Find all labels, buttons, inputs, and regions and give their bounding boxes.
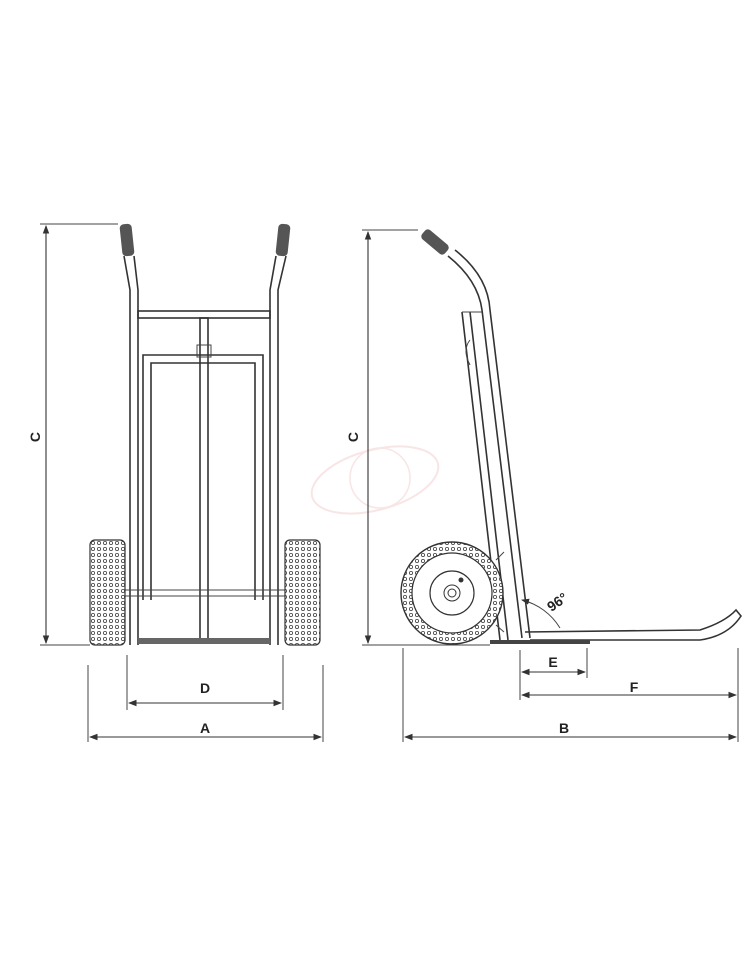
inner-frame: [142, 354, 264, 600]
left-wheel: [89, 539, 126, 646]
side-wheel: [400, 541, 504, 645]
rim: [411, 552, 493, 634]
hub: [429, 570, 475, 616]
angle-arc: [521, 598, 561, 629]
right-wheel: [284, 539, 321, 646]
center-post: [199, 317, 209, 644]
main-rail: [454, 249, 531, 639]
side-dim-f-label: F: [630, 679, 639, 695]
base-plate: [138, 638, 270, 644]
toe-plate: [524, 608, 742, 641]
side-handle-grip: [421, 229, 449, 255]
angle-label: 96°: [544, 589, 571, 614]
side-view: 96° C E F B: [345, 229, 742, 742]
hook: [465, 339, 471, 366]
side-dim-b-label: B: [559, 720, 569, 736]
center-clamp: [196, 344, 212, 358]
crossbar: [137, 310, 271, 319]
axle-center: [447, 588, 457, 598]
base-plate: [490, 640, 590, 644]
valve: [458, 577, 464, 583]
left-frame-rail: [123, 255, 139, 645]
front-dim-a-label: A: [200, 720, 210, 736]
front-dim-d-label: D: [200, 680, 210, 696]
axle: [124, 589, 286, 597]
hub-inner: [443, 584, 461, 602]
left-handle-grip: [119, 223, 135, 257]
watermark-logo: [310, 445, 440, 515]
side-dim-e-label: E: [548, 654, 557, 670]
main-rail: [447, 255, 523, 639]
front-dim-c-label: C: [27, 432, 43, 442]
right-frame-rail: [269, 255, 287, 645]
side-dim-c-label: C: [345, 432, 361, 442]
front-view: C D A: [27, 223, 324, 742]
wheel-brackets: [495, 551, 505, 633]
right-handle-grip: [275, 223, 291, 257]
